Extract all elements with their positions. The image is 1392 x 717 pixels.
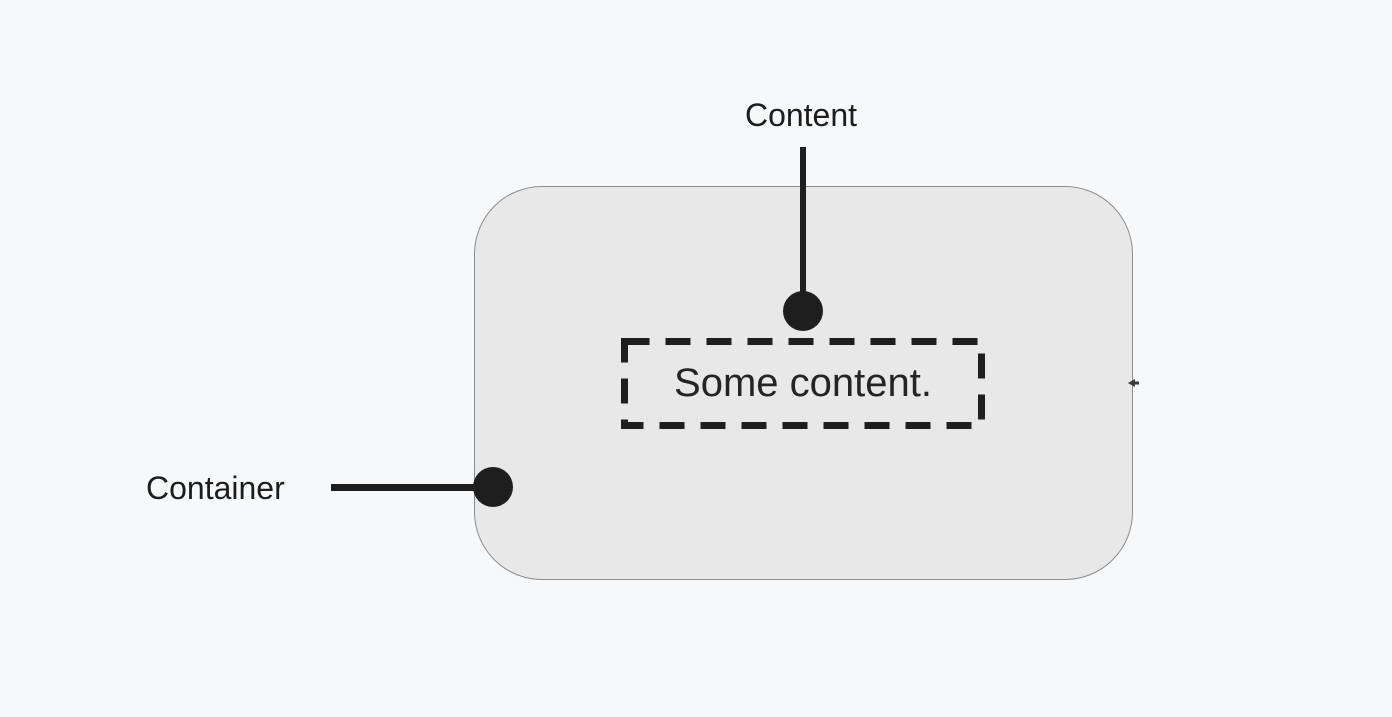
- dashed-outline-icon: [621, 338, 985, 429]
- content-dashed-box: Some content.: [621, 338, 985, 429]
- content-callout-label: Content: [744, 97, 858, 133]
- container-connector-dot: [473, 467, 513, 507]
- edge-artifact-mark: [1128, 379, 1139, 387]
- content-connector-line: [800, 147, 806, 313]
- container-callout-label: Container: [146, 470, 285, 506]
- container-connector-line: [331, 484, 495, 491]
- content-connector-dot: [783, 291, 823, 331]
- content-text: Some content.: [674, 361, 932, 405]
